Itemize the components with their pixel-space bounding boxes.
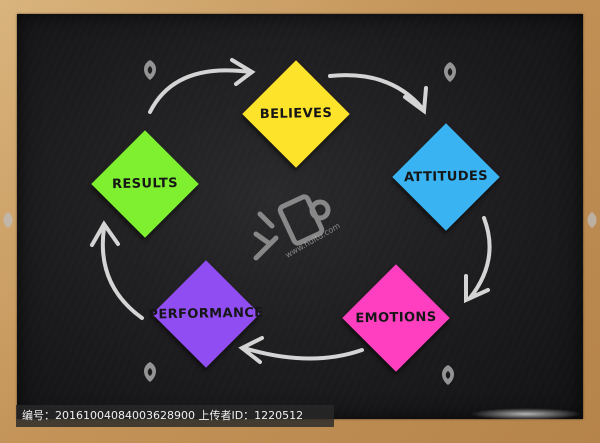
results-label: RESULTS xyxy=(111,175,179,193)
arrowhead-attitudes-to-emotions xyxy=(464,274,490,304)
watermark-logo xyxy=(253,194,331,261)
believes-label: BELIEVES xyxy=(259,105,333,123)
arrow-believes-to-attitudes xyxy=(328,73,424,110)
arrow-results-to-believes xyxy=(148,68,252,114)
chalk-dust xyxy=(470,408,582,420)
arrowhead-emotions-to-performance xyxy=(238,336,264,364)
attitudes-label: ATTITUDES xyxy=(403,168,489,186)
edge-ornament-right xyxy=(587,212,597,228)
edge-ornament-left xyxy=(3,212,13,228)
emotions-label: EMOTIONS xyxy=(355,309,437,327)
arrowhead-results-to-believes xyxy=(230,58,256,86)
arrowhead-performance-to-results xyxy=(90,220,120,247)
corner-ornament-top-left xyxy=(144,60,156,80)
corner-ornament-bottom-right xyxy=(442,365,454,385)
arrow-attitudes-to-emotions xyxy=(468,216,492,300)
arrow-emotions-to-performance xyxy=(242,346,364,361)
arrow-performance-to-results xyxy=(100,226,144,320)
arrowhead-believes-to-attitudes xyxy=(403,86,428,115)
corner-ornament-bottom-left xyxy=(144,362,156,382)
image-caption: 编号：20161004084003628900 上传者ID：1220512 xyxy=(16,405,334,427)
corner-ornament-top-right xyxy=(444,62,456,82)
performance-label: PERFORMANCE xyxy=(148,305,264,323)
